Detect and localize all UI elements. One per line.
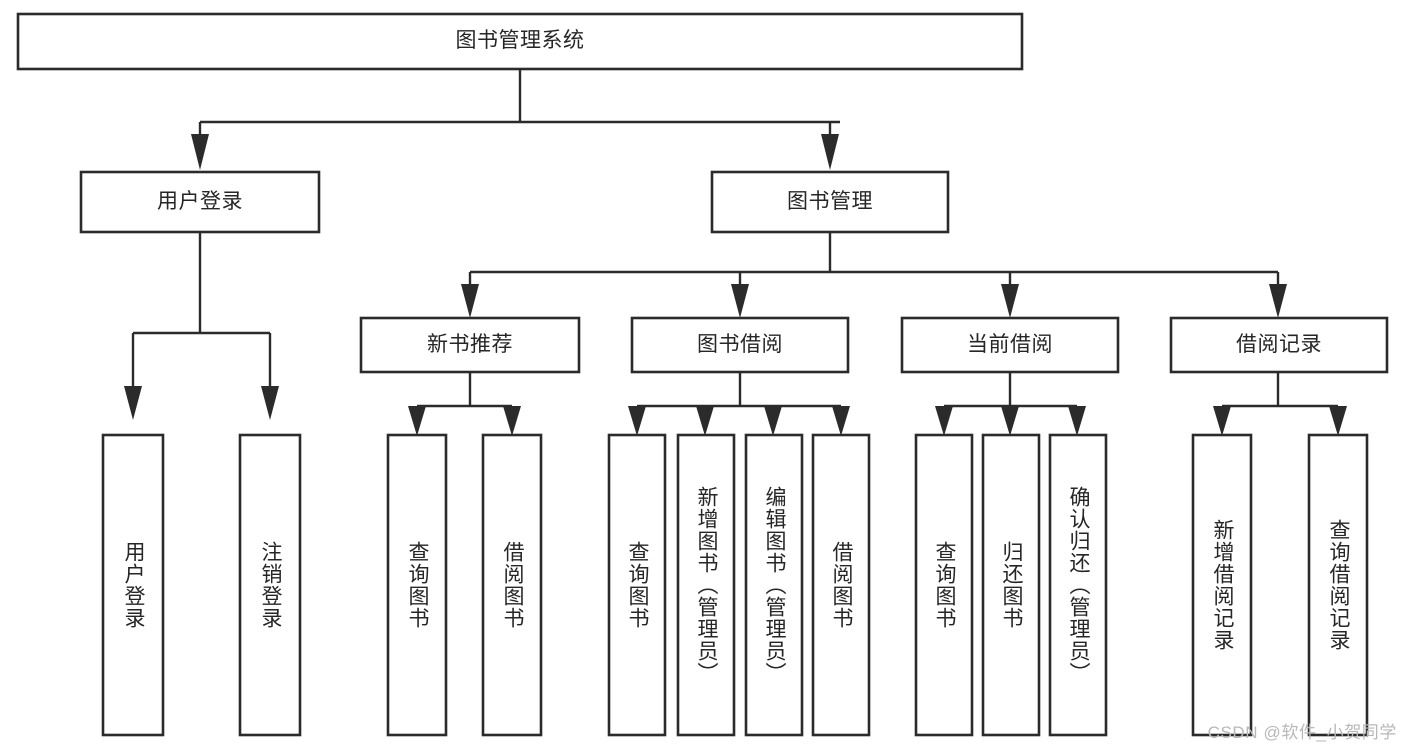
arrow-head-icon [1001, 284, 1019, 318]
box-leaf-user-login[interactable] [101, 433, 165, 737]
box-book-borrow[interactable] [630, 316, 850, 374]
connector-borrowrecord-to-leaves [1213, 373, 1347, 436]
arrow-head-icon [503, 406, 521, 436]
arrow-head-icon [821, 134, 839, 170]
arrow-head-icon [731, 284, 749, 318]
arrow-head-icon [461, 284, 479, 318]
arrow-head-icon [935, 406, 953, 436]
box-leaf-add-borrow-record[interactable] [1191, 433, 1253, 737]
arrow-head-icon [124, 386, 142, 420]
arrow-head-icon [1068, 406, 1086, 436]
arrow-head-icon [696, 406, 714, 436]
arrow-head-icon [1213, 406, 1231, 436]
connector-currentborrow-to-leaves [935, 373, 1086, 436]
box-new-book-recommend[interactable] [359, 316, 581, 374]
arrow-head-icon [1269, 284, 1287, 318]
arrow-head-icon [832, 406, 850, 436]
arrow-head-icon [408, 406, 426, 436]
box-book-management[interactable] [710, 170, 950, 234]
arrow-head-icon [764, 406, 782, 436]
box-root-system[interactable] [16, 12, 1024, 71]
box-leaf-edit-book-admin[interactable] [744, 433, 804, 737]
box-leaf-logout[interactable] [238, 433, 302, 737]
arrow-head-icon [191, 134, 209, 170]
connector-userlogin-to-leaves [124, 233, 279, 420]
arrow-head-icon [1329, 406, 1347, 436]
box-leaf-borrow-book[interactable] [811, 433, 871, 737]
arrow-head-icon [1001, 406, 1019, 436]
connector-bookmgmt-to-level3 [461, 233, 1287, 318]
box-current-borrow[interactable] [900, 316, 1120, 374]
box-borrow-record[interactable] [1169, 316, 1389, 374]
box-user-login[interactable] [79, 170, 321, 234]
box-leaf-confirm-return-admin[interactable] [1048, 433, 1108, 737]
box-leaf-query-borrow-record[interactable] [1307, 433, 1369, 737]
box-leaf-add-book-admin[interactable] [676, 433, 736, 737]
arrow-head-icon [628, 406, 646, 436]
csdn-watermark: CSDN @软件_小贺同学 [1207, 723, 1397, 742]
box-leaf-query-book-current[interactable] [914, 433, 974, 737]
box-leaf-query-book-borrow[interactable] [607, 433, 667, 737]
box-leaf-query-book-recommend[interactable] [386, 433, 448, 737]
box-leaf-borrow-book-recommend[interactable] [481, 433, 543, 737]
connector-root-to-level2 [191, 69, 840, 170]
connector-newbook-to-leaves [408, 373, 521, 436]
arrow-head-icon [261, 386, 279, 420]
connector-bookborrow-to-leaves [628, 373, 850, 436]
box-leaf-return-book[interactable] [981, 433, 1041, 737]
